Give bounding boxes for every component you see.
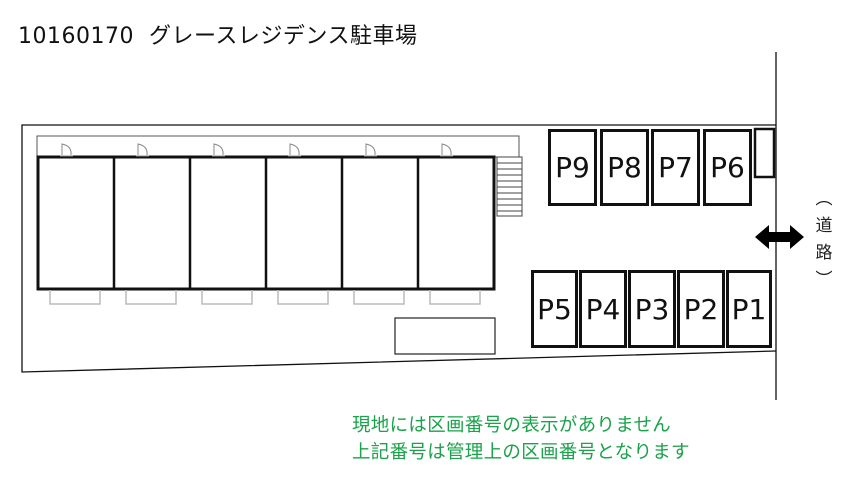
parking-slot-p6[interactable]: P6 — [703, 129, 752, 206]
parking-slot-p4[interactable]: P4 — [579, 270, 627, 348]
parking-slot-p9[interactable]: P9 — [548, 129, 597, 206]
property-code: 10160170 — [18, 24, 134, 49]
site-boundary — [21, 124, 777, 373]
road-open-paren: ︵ — [815, 189, 833, 209]
property-name: グレースレジデンス駐車場 — [148, 24, 418, 49]
parking-slot-p1[interactable]: P1 — [726, 270, 772, 348]
door-icons — [60, 143, 453, 157]
utility-box — [753, 127, 776, 179]
note-line-2: 上記番号は管理上の区画番号となります — [352, 442, 690, 463]
parking-slot-p7[interactable]: P7 — [651, 129, 700, 206]
stairs-icon — [496, 156, 523, 217]
road-label: ︵ 道 路 ︶ — [813, 186, 835, 294]
entrance-double-arrow-icon — [755, 225, 804, 249]
parking-slot-p8[interactable]: P8 — [600, 129, 649, 206]
balcony-outlines — [49, 290, 481, 305]
parking-slot-p3[interactable]: P3 — [628, 270, 676, 348]
road-close-paren: ︶ — [815, 270, 833, 290]
corridor — [36, 135, 520, 158]
storage-area — [394, 317, 496, 355]
parking-slot-p5[interactable]: P5 — [531, 270, 578, 348]
road-char-2: 路 — [815, 243, 833, 263]
road-char-1: 道 — [815, 216, 833, 236]
parking-slot-p2[interactable]: P2 — [677, 270, 725, 348]
note-line-1: 現地には区画番号の表示がありません — [352, 415, 672, 436]
page-title: 10160170 グレースレジデンス駐車場 — [18, 18, 417, 50]
apartment-building — [36, 155, 496, 291]
